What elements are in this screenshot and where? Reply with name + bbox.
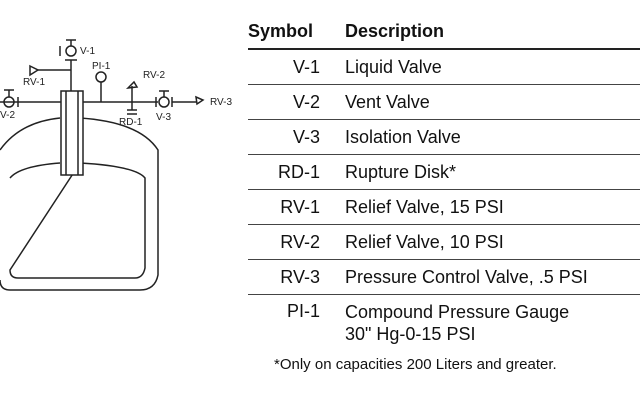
description-cell: Vent Valve [345,92,430,112]
valve-v3 [158,96,170,108]
tank-piping-diagram: V-1 RV-1 PI-1 RV-2 V-2 RD-1 V-3 RV-3 [0,39,232,291]
table-row: V-3 Isolation Valve [248,120,640,155]
symbol-cell: V-1 [292,56,320,77]
symbol-cell: PI-1 [286,301,320,321]
label-v1: V-1 [80,46,95,57]
symbol-cell: V-3 [292,126,320,147]
description-cell: Relief Valve, 15 PSI [345,197,504,217]
table-row: RV-2 Relief Valve, 10 PSI [248,225,640,260]
symbol-cell: RV-3 [280,266,320,287]
relief-valve-rv2-icon [125,80,139,89]
label-rd1: RD-1 [119,117,143,128]
table-row: RV-3 Pressure Control Valve, .5 PSI [248,260,640,295]
label-rv2: RV-2 [143,70,165,81]
symbol-cell: RD-1 [277,161,320,182]
relief-valve-rv3-icon [195,95,205,106]
gauge-pi1 [95,71,107,83]
label-pi1: PI-1 [92,61,111,72]
label-v2: V-2 [0,110,15,121]
relief-valve-rv1-icon [29,64,40,77]
table-header: Symbol Description [248,14,640,50]
description-cell: Relief Valve, 10 PSI [345,232,504,252]
symbol-cell: RV-2 [280,231,320,252]
description-cell: Compound Pressure Gauge 30" Hg-0-15 PSI [345,302,570,344]
table-row: V-1 Liquid Valve [248,50,640,85]
table-row: V-2 Vent Valve [248,85,640,120]
table-row: RD-1 Rupture Disk* [248,155,640,190]
inner-vessel [9,162,146,279]
label-v3: V-3 [156,112,171,123]
symbol-cell: RV-1 [280,196,320,217]
table-row: PI-1 Compound Pressure Gauge 30" Hg-0-15 … [248,295,640,351]
description-cell: Isolation Valve [345,127,461,147]
header-symbol: Symbol [248,20,314,41]
description-cell: Liquid Valve [345,57,442,77]
valve-v1 [65,45,77,57]
label-rv3: RV-3 [210,97,232,108]
description-cell: Rupture Disk* [345,162,457,182]
label-rv1: RV-1 [23,77,45,88]
description-cell: Pressure Control Valve, .5 PSI [345,267,588,287]
footnote: *Only on capacities 200 Liters and great… [274,356,557,373]
table-row: RV-1 Relief Valve, 15 PSI [248,190,640,225]
neck-tube [60,90,84,176]
outer-vessel [0,117,159,291]
symbol-cell: V-2 [292,91,320,112]
header-description: Description [345,21,445,41]
